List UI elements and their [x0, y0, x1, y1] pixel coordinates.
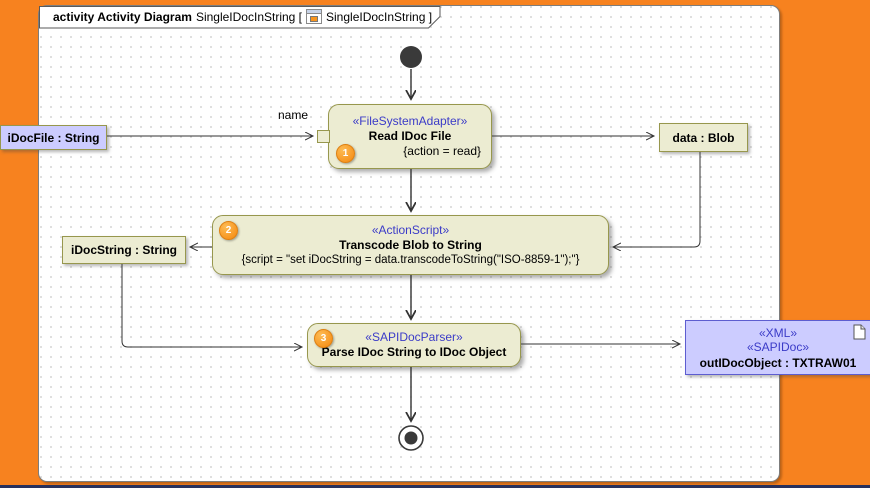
- object-idocfile[interactable]: iDocFile : String: [0, 125, 107, 150]
- input-pin-name[interactable]: [317, 130, 330, 143]
- outdoc-stereotype-sapidoc: «SAPIDoc»: [746, 339, 810, 354]
- action2-stereotype: «ActionScript»: [371, 222, 450, 237]
- frame-title-keyword: activity Activity Diagram: [53, 9, 192, 24]
- pin-label: name: [277, 108, 309, 122]
- frame-title-context: SingleIDocInString ]: [326, 9, 433, 24]
- frame-label-shape: [39, 6, 441, 29]
- initial-node[interactable]: [400, 46, 422, 68]
- final-node-core: [404, 431, 418, 445]
- object-datablob-label: data : Blob: [672, 130, 735, 145]
- outdoc-stereotype-xml: «XML»: [758, 325, 798, 340]
- step-badge-2: 2: [219, 221, 238, 240]
- bottom-window-edge: [0, 485, 870, 488]
- action-read-idoc-file[interactable]: «FileSystemAdapter» Read IDoc File {acti…: [328, 104, 492, 169]
- object-idocfile-label: iDocFile : String: [7, 130, 100, 145]
- action-transcode-blob[interactable]: «ActionScript» Transcode Blob to String …: [212, 215, 609, 275]
- action2-constraint: {script = "set iDocString = data.transco…: [241, 253, 580, 266]
- edge-datablob-to-transcode[interactable]: [613, 151, 701, 247]
- diagram-frame-label[interactable]: activity Activity Diagram SingleIDocInSt…: [39, 6, 441, 29]
- step-badge-1: 1: [336, 144, 355, 163]
- edge-idocstring-to-parse[interactable]: [121, 263, 302, 347]
- action-parse-idoc[interactable]: «SAPIDocParser» Parse IDoc String to IDo…: [307, 323, 521, 367]
- action2-name: Transcode Blob to String: [339, 237, 482, 252]
- action1-constraint: {action = read}: [403, 144, 481, 158]
- frame-title-name: SingleIDocInString [: [195, 9, 303, 24]
- object-idocstring[interactable]: iDocString : String: [62, 236, 186, 264]
- action3-stereotype: «SAPIDocParser»: [365, 330, 463, 344]
- object-datablob[interactable]: data : Blob: [659, 123, 748, 152]
- outdoc-label: outIDocObject : TXTRAW01: [699, 355, 857, 370]
- action1-name: Read IDoc File: [368, 129, 452, 143]
- action1-stereotype: «FileSystemAdapter»: [352, 114, 468, 128]
- step-badge-3: 3: [314, 329, 333, 348]
- document-icon: [853, 324, 866, 340]
- activity-diagram-icon: [306, 9, 323, 24]
- object-idocstring-label: iDocString : String: [71, 243, 177, 257]
- object-outidocobject[interactable]: «XML» «SAPIDoc» outIDocObject : TXTRAW01: [685, 320, 870, 375]
- action3-name: Parse IDoc String to IDoc Object: [321, 345, 507, 359]
